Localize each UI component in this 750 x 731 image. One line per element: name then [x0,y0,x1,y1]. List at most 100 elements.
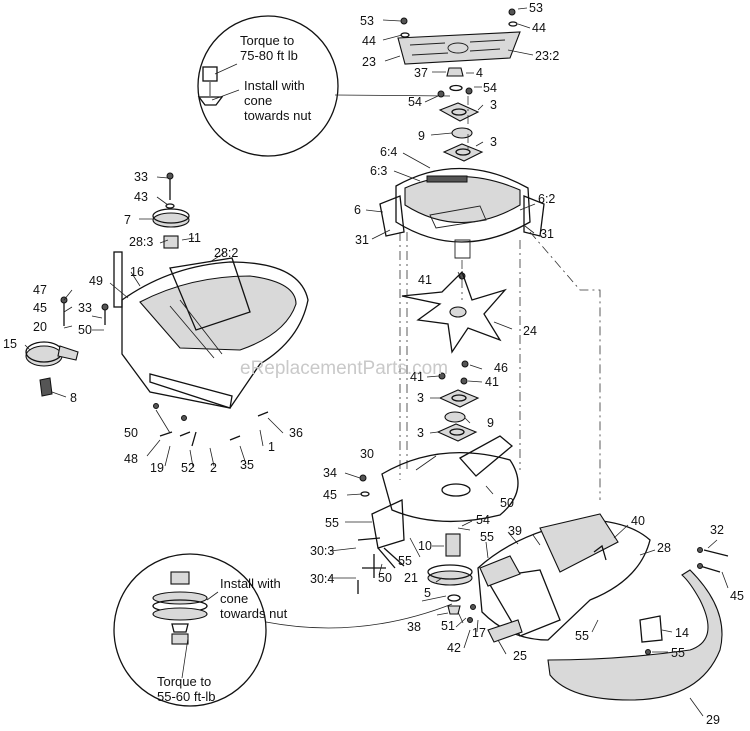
label-25: 25 [513,649,527,663]
label-52: 52 [181,461,195,475]
label-6-2: 6:2 [538,192,555,206]
lower-bearing-stack [436,360,480,442]
cover-plate-23 [397,31,521,65]
callout-bottom-leader [265,603,453,629]
callout-top-install-2: cone [244,93,272,108]
callout-bottom-torque-value: 55-60 ft-lb [157,689,216,704]
label-35: 35 [240,458,254,472]
bearing-flange-3-9 [438,102,484,162]
label-38: 38 [407,620,421,634]
label-5: 5 [424,586,431,600]
label-3: 3 [417,426,424,440]
screw-53-44-right [508,8,518,27]
alignment-line-right [519,231,601,500]
label-6-3: 6:3 [370,164,387,178]
callout-bottom-install-2: cone [220,591,248,606]
callout-top-leader [334,94,451,97]
label-34: 34 [323,466,337,480]
label-54: 54 [408,95,422,109]
label-3: 3 [490,135,497,149]
label-33: 33 [134,170,148,184]
callout-bottom-torque: Torque to [157,674,211,689]
pulley-7 [152,208,190,249]
label-6: 6 [354,203,361,217]
label-21: 21 [404,571,418,585]
label-28: 28 [657,541,671,555]
idler-15 [25,341,79,397]
label-53: 53 [529,1,543,15]
lower-plate-30 [371,435,519,569]
callout-top-torque: Torque to [240,33,294,48]
label-6-4: 6:4 [380,145,397,159]
label-45: 45 [730,589,744,603]
label-41: 41 [418,273,432,287]
callout-bottom-install-3: towards nut [220,606,288,621]
bracket-14 [639,615,663,643]
deflector-29 [547,547,729,701]
label-32: 32 [710,523,724,537]
label-31: 31 [355,233,369,247]
label-42: 42 [447,641,461,655]
label-23-2: 23:2 [535,49,559,63]
label-55: 55 [480,530,494,544]
label-55: 55 [575,629,589,643]
label-45: 45 [33,301,47,315]
label-24: 24 [523,324,537,338]
label-41: 41 [485,375,499,389]
spring-8 [39,377,53,397]
screw-53-44-left [400,17,410,38]
label-55: 55 [398,554,412,568]
watermark: eReplacementParts.com [240,358,448,379]
label-31: 31 [540,227,554,241]
label-40: 40 [631,514,645,528]
label-2: 2 [210,461,217,475]
label-44: 44 [362,34,376,48]
blade-24 [401,270,507,354]
label-8: 8 [70,391,77,405]
nut-37-washer-4 [437,67,473,98]
label-29: 29 [706,713,720,727]
label-30-4: 30:4 [310,572,334,586]
label-14: 14 [675,626,689,640]
label-45: 45 [323,488,337,502]
label-53: 53 [360,14,374,28]
callout-labels: 53 44 23 53 44 23:2 37 4 54 54 3 9 3 6:4… [3,1,744,727]
label-20: 20 [33,320,47,334]
label-30: 30 [360,447,374,461]
screw-33-43 [165,172,175,209]
label-54: 54 [483,81,497,95]
bolts-lower-left [60,296,269,447]
callout-top-torque-value: 75-80 ft lb [240,48,298,63]
callout-bottom: Install with cone towards nut Torque to … [113,553,453,707]
label-9: 9 [418,129,425,143]
label-55: 55 [325,516,339,530]
housing-6 [379,167,545,280]
alignment-line-left [399,232,408,480]
label-47: 47 [33,283,47,297]
label-46: 46 [494,361,508,375]
label-39: 39 [508,524,522,538]
label-50: 50 [500,496,514,510]
callout-top: Torque to 75-80 ft lb Install with cone … [197,15,451,157]
label-16: 16 [130,265,144,279]
label-54: 54 [476,513,490,527]
label-1: 1 [268,440,275,454]
label-3: 3 [417,391,424,405]
label-10: 10 [418,539,432,553]
callout-bottom-circle [113,553,267,707]
label-33: 33 [78,301,92,315]
callout-bottom-install-1: Install with [220,576,281,591]
alignment-line-center [461,96,469,300]
label-48: 48 [124,452,138,466]
label-50: 50 [78,323,92,337]
label-44: 44 [532,21,546,35]
nut-icon [197,63,240,106]
label-15: 15 [3,337,17,351]
label-49: 49 [89,274,103,288]
label-23: 23 [362,55,376,69]
discharge-chute-28 [477,513,651,641]
latch-25 [467,604,523,643]
label-51: 51 [441,619,455,633]
label-28-2: 28:2 [214,246,238,260]
